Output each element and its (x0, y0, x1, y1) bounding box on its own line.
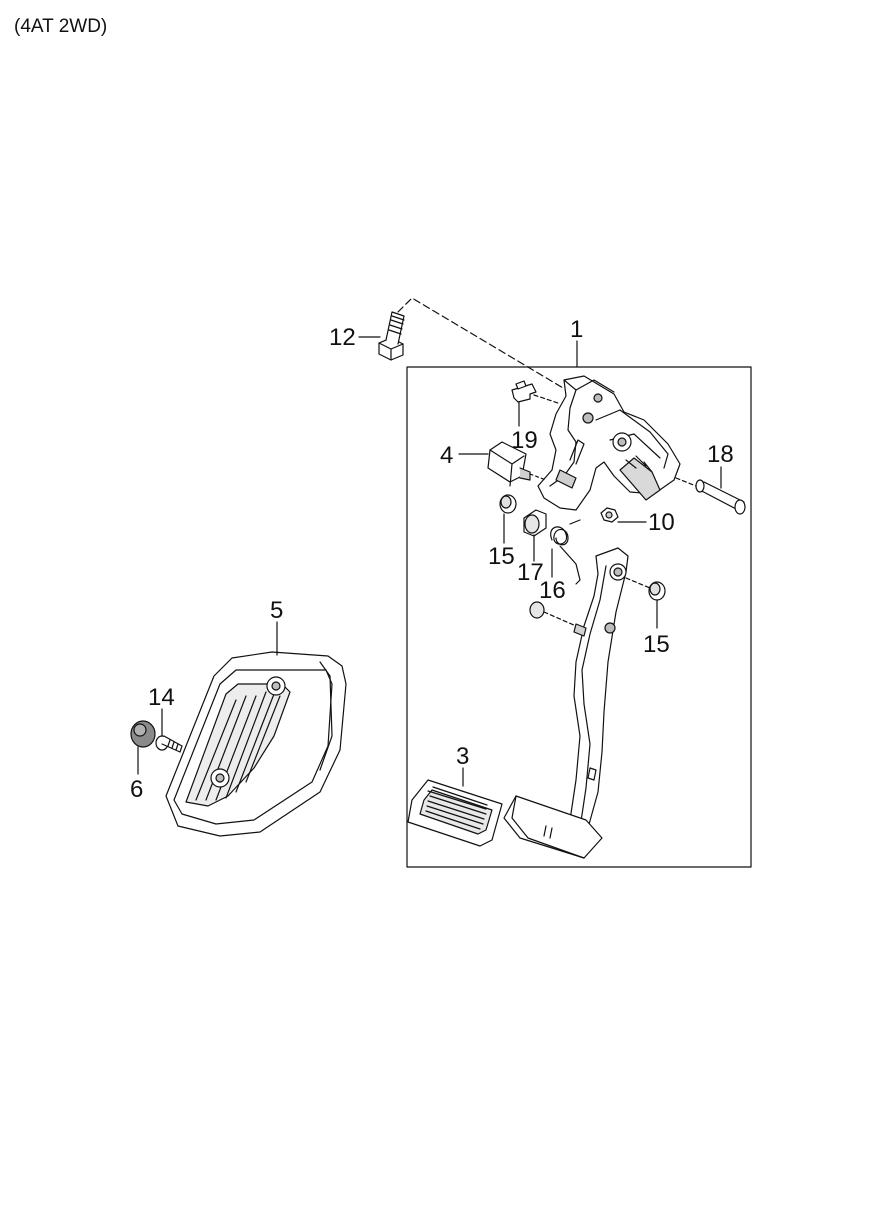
callout-18: 18 (707, 441, 734, 468)
callout-5: 5 (270, 597, 283, 624)
foot-rest-5 (165, 651, 347, 837)
callout-10: 10 (648, 509, 675, 536)
callout-4: 4 (440, 442, 453, 469)
bushing-15-left (499, 494, 517, 514)
callout-6: 6 (130, 776, 143, 803)
clip-19 (511, 380, 559, 404)
assembly-frame (406, 366, 752, 868)
callout-19: 19 (511, 427, 538, 454)
callout-17: 17 (517, 559, 544, 586)
callout-3: 3 (456, 743, 469, 770)
bushing-17 (523, 509, 547, 537)
callout-16: 16 (539, 577, 566, 604)
cap-6 (130, 720, 156, 748)
pin-18 (675, 477, 746, 515)
callout-1: 1 (570, 316, 583, 343)
callout-14: 14 (148, 684, 175, 711)
page-title: (4AT 2WD) (14, 16, 108, 37)
callout-15-right: 15 (643, 631, 670, 658)
leader-lines (137, 336, 722, 787)
callout-15-left: 15 (488, 543, 515, 570)
switch-4 (487, 441, 547, 487)
pedal-bracket-1 (537, 375, 681, 511)
callout-12: 12 (329, 324, 356, 351)
spring-16 (550, 519, 581, 585)
bolt-14 (155, 735, 183, 753)
bushing-15-right (625, 577, 666, 601)
leader-dashed-12 (397, 297, 591, 405)
bolt-12 (378, 311, 405, 361)
nut-10 (600, 507, 619, 523)
pedal-pad-3 (407, 779, 503, 847)
stopper (529, 601, 577, 627)
pedal-arm (503, 547, 629, 859)
